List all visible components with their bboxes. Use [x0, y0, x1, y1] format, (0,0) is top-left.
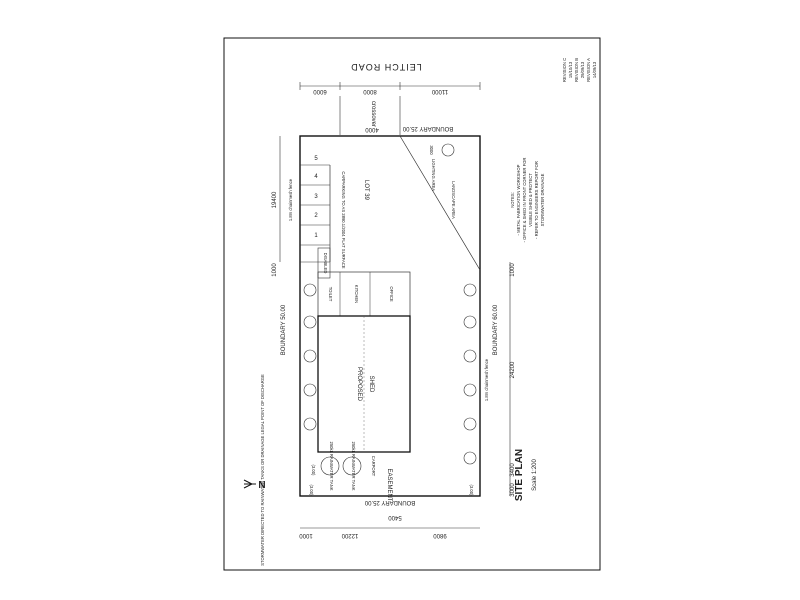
dim-bottom-c: 9800	[433, 532, 447, 538]
crossover-label: crossover	[370, 101, 376, 127]
corner-label-2: (3.00)	[469, 485, 474, 497]
room-toilet: TOILET	[328, 287, 333, 302]
parking-bay-1: 1	[314, 233, 318, 239]
lot-boundary	[299, 135, 481, 497]
rainwater-tank-1	[320, 456, 340, 476]
dim-left-a: 19400	[272, 191, 278, 208]
north-arrow-icon	[243, 479, 256, 489]
setback-dim: 3000	[429, 145, 434, 155]
dim-top-c: 11000	[431, 88, 448, 94]
parking-bay-3: 3	[314, 194, 318, 200]
road-label: LEITCH ROAD	[350, 62, 422, 72]
corner-label-1: (3.00)	[309, 485, 314, 497]
fence-note-left: 1.8m chainmesh fence	[288, 178, 293, 221]
driveway-edge	[399, 135, 481, 271]
revision-5: REVISION A	[586, 58, 591, 82]
revision-6: 14/09/13	[592, 61, 597, 78]
boundary-top: BOUNDARY 25.00	[402, 125, 453, 131]
dim-top-b: 8000	[363, 88, 377, 94]
room-kitchen: KITCHEN	[354, 285, 359, 303]
tank-label-1: 250kL RAINWATER TANK	[329, 441, 334, 490]
dim-right-a: 1000	[510, 263, 516, 277]
site-plan-title: SITE PLAN	[514, 449, 525, 501]
shed-label-2: SHED	[368, 376, 374, 393]
disabled-label: DISABLED	[323, 253, 328, 274]
revision-4: 29/09/13	[580, 61, 585, 78]
room-office: OFFICE	[389, 286, 394, 302]
landscape-label: LANDSCAPE AREA	[451, 181, 456, 219]
notes-line-5: - REFER TO ENGINEERS REPORT FOR	[534, 161, 539, 239]
parking-bay-5: 5	[314, 156, 318, 162]
boundary-left: BOUNDARY 50.00	[281, 304, 287, 355]
lot-label: LOT 39	[363, 180, 369, 201]
notes-line-6: STORMWATER DRAINAGE	[540, 173, 545, 226]
site-plan-scale: Scale 1:200	[532, 458, 538, 490]
notes-line-4: VISIBLE SHED & PROTECT	[528, 173, 533, 227]
stormwater-note: STORMWATER DIRECTED TO RAINWATER TANKS O…	[260, 374, 265, 566]
tank-label-2: 250kL RAINWATER TANK	[351, 441, 356, 490]
notes-line-3: - OFFICE & SHED IN FRONT CORNER FOR	[522, 158, 527, 243]
notes-line-2: - METAL FABRICATION WORKSHOP	[516, 164, 521, 235]
disabled-bay	[317, 247, 331, 279]
dim-bottom-a: 1000	[299, 532, 313, 538]
boundary-bottom: BOUNDARY 25.00	[364, 499, 415, 505]
fence-note-right: 1.8m chainmesh fence	[484, 358, 489, 401]
boundary-right: BOUNDARY 60.00	[493, 304, 499, 355]
dim-left-b: 1000	[272, 263, 278, 277]
parking-bay-2: 2	[314, 213, 318, 219]
dim-right-d: 3000	[510, 483, 516, 497]
revision-3: REVISION B	[574, 58, 579, 82]
dim-bottom-b: 12200	[341, 532, 358, 538]
shed-label-1: PROPOSED	[356, 367, 362, 402]
carport-label: CARPORT	[371, 456, 376, 477]
dim-bottom-d: 5400	[388, 514, 402, 520]
revision-1: REVISION C	[562, 58, 567, 82]
lighting-label: LIGHTING AREA	[431, 159, 436, 191]
sheet-frame	[223, 37, 601, 571]
notes-line-1: NOTES:	[510, 192, 515, 208]
corner-label-3: (3.00)	[311, 465, 316, 477]
dim-crossover: 4000	[365, 126, 379, 132]
dim-top-a: 6000	[313, 88, 327, 94]
dim-right-b: 24200	[510, 361, 516, 378]
dim-right-c: 3400	[510, 463, 516, 477]
tree-row	[303, 143, 477, 465]
revision-2: 15/10/13	[568, 61, 573, 78]
north-label: N	[258, 480, 265, 491]
carparking-note: CARPARKING TO AS 2890.1/2004 FLAT SURFAC…	[341, 171, 346, 268]
parking-bay-4: 4	[314, 174, 318, 180]
easement-label: EASEMENT	[386, 468, 392, 501]
rainwater-tank-2	[342, 456, 362, 476]
